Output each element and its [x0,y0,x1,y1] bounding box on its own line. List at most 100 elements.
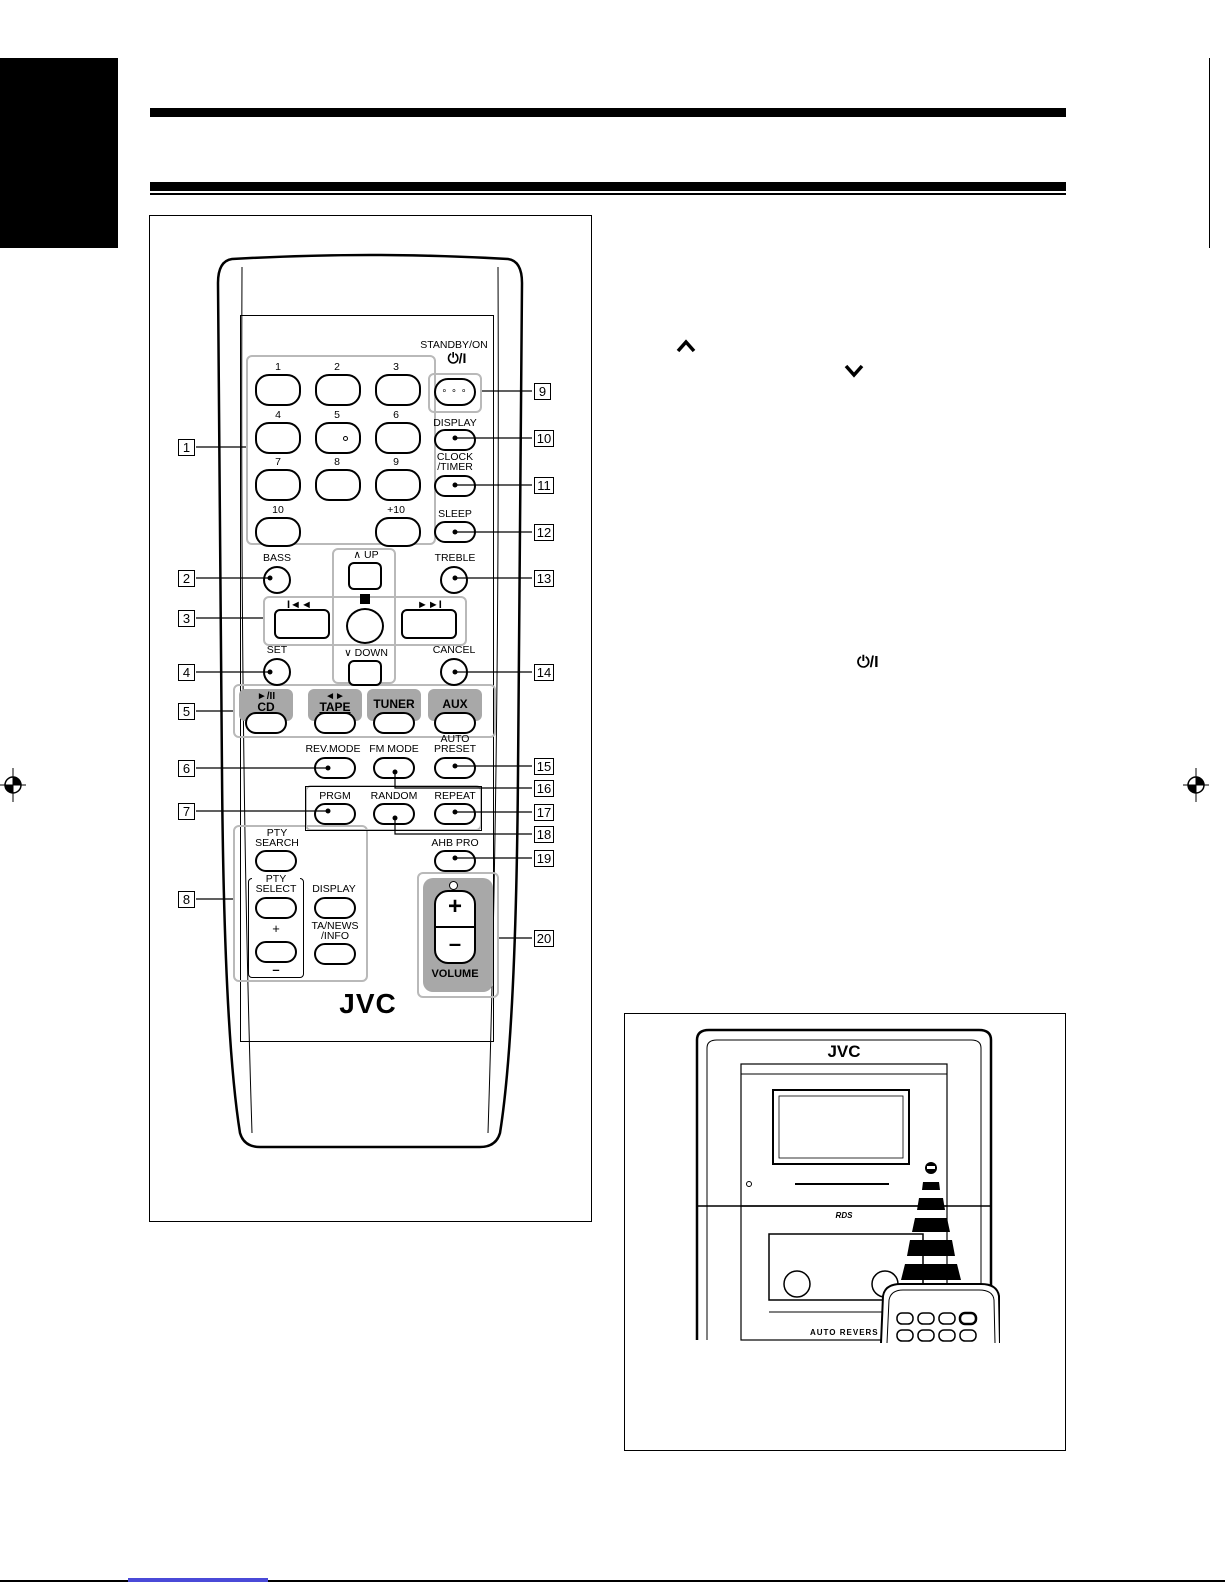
ta-news-label-1: TA/NEWS [311,920,359,932]
bass-label: BASS [262,552,291,564]
standby-dots: ∘∘∘ [441,385,471,395]
volume-divider [434,926,476,928]
standby-symbol-text: ⏻/I [857,654,879,671]
button-8[interactable] [315,469,361,501]
auto-preset-label-2: PRESET [433,743,476,755]
clock-label-2: /TIMER [437,461,473,473]
cancel-label: CANCEL [432,644,476,656]
caret-up-icon [676,339,696,353]
remote-body-outline [216,253,524,1149]
down-button[interactable] [348,660,382,686]
button-3[interactable] [375,374,421,406]
num-label-2: 2 [334,361,340,373]
pty-minus-label: – [272,962,280,977]
stop-icon [360,594,370,604]
button-2[interactable] [315,374,361,406]
registration-mark-left-icon [0,768,26,802]
standby-symbol: ⏻/I [447,350,467,366]
callout-19: 19 [534,850,554,867]
button-6[interactable] [375,422,421,454]
pty-select-label-1: PTY [252,874,300,885]
up-button[interactable] [348,562,382,590]
up-label: ∧ UP [353,549,379,561]
num-label-5: 5 [334,409,340,421]
unit-brand-logo: JVC [827,1042,861,1061]
cd-button[interactable] [245,712,287,734]
callout-5: 5 [178,703,195,720]
remote-face-panel [240,315,494,1042]
callout-16: 16 [534,780,554,797]
standby-group [428,373,482,413]
button-5-dot [343,436,348,441]
button-7[interactable] [255,469,301,501]
button-4[interactable] [255,422,301,454]
prgm-button[interactable] [314,803,356,825]
num-label-3: 3 [393,361,399,373]
num-label-9: 9 [393,456,399,468]
crop-mark-right [1209,58,1210,248]
num-label-1: 1 [275,361,281,373]
page-bottom-link-bar [128,1578,268,1582]
callout-8: 8 [178,891,195,908]
title-rule-thin [150,193,1066,195]
callout-6: 6 [178,760,195,777]
stop-button[interactable] [346,608,384,644]
title-rule-top [150,108,1066,117]
skip-forward-button[interactable] [401,609,457,639]
fm-mode-label: FM MODE [369,743,419,755]
set-label: SET [266,644,288,656]
aux-button[interactable] [434,712,476,734]
button-1[interactable] [255,374,301,406]
random-button[interactable] [373,803,415,825]
tuner-label: TUNER [373,697,415,711]
num-label-4: 4 [275,409,281,421]
pty-search-label-2: SEARCH [255,837,299,849]
callout-17: 17 [534,804,554,821]
callout-9: 9 [534,383,551,400]
cd-symbol: ►/II [256,691,276,702]
unit-rds-logo: RDS [835,1211,853,1220]
button-plus10[interactable] [375,517,421,547]
skip-back-button[interactable] [274,609,330,639]
num-label-plus10: +10 [387,504,405,516]
sleep-label: SLEEP [438,508,472,520]
pty-select-minus-button[interactable] [255,941,297,963]
callout-10: 10 [534,430,554,447]
prgm-label: PRGM [319,790,351,802]
skip-back-icon: I◄◄ [287,599,312,611]
caret-down-icon [844,364,864,378]
ta-news-info-button[interactable] [314,943,356,965]
button-5[interactable] [315,422,361,454]
callout-2: 2 [178,570,195,587]
volume-indicator-icon [449,881,458,890]
volume-label: VOLUME [431,968,479,980]
num-label-7: 7 [275,456,281,468]
standby-button[interactable] [434,378,476,406]
aux-label: AUX [442,697,468,711]
standby-label: STANDBY/ON [420,339,488,351]
rds-display-button[interactable] [314,897,356,919]
tuner-button[interactable] [373,712,415,734]
rds-group [233,825,368,982]
callout-20: 20 [534,930,554,947]
page-bottom-rule [0,1580,1225,1582]
tape-label: TAPE [319,700,351,714]
fm-mode-button[interactable] [373,757,415,779]
pty-select-plus-button[interactable] [255,897,297,919]
registration-mark-right-icon [1183,768,1209,802]
callout-4: 4 [178,664,195,681]
button-9[interactable] [375,469,421,501]
unit-illustration [695,1028,1000,1343]
pty-search-button[interactable] [255,850,297,872]
random-label: RANDOM [370,790,418,802]
volume-plus-label: + [447,893,462,920]
bass-button[interactable] [263,566,291,594]
ahb-pro-button[interactable] [434,850,476,872]
tape-button[interactable] [314,712,356,734]
num-label-8: 8 [334,456,340,468]
repeat-label: REPEAT [434,790,476,802]
remote-figure-frame [149,215,592,1222]
unit-figure-frame [624,1013,1066,1451]
volume-minus-label: – [448,931,462,956]
button-10[interactable] [255,517,301,547]
